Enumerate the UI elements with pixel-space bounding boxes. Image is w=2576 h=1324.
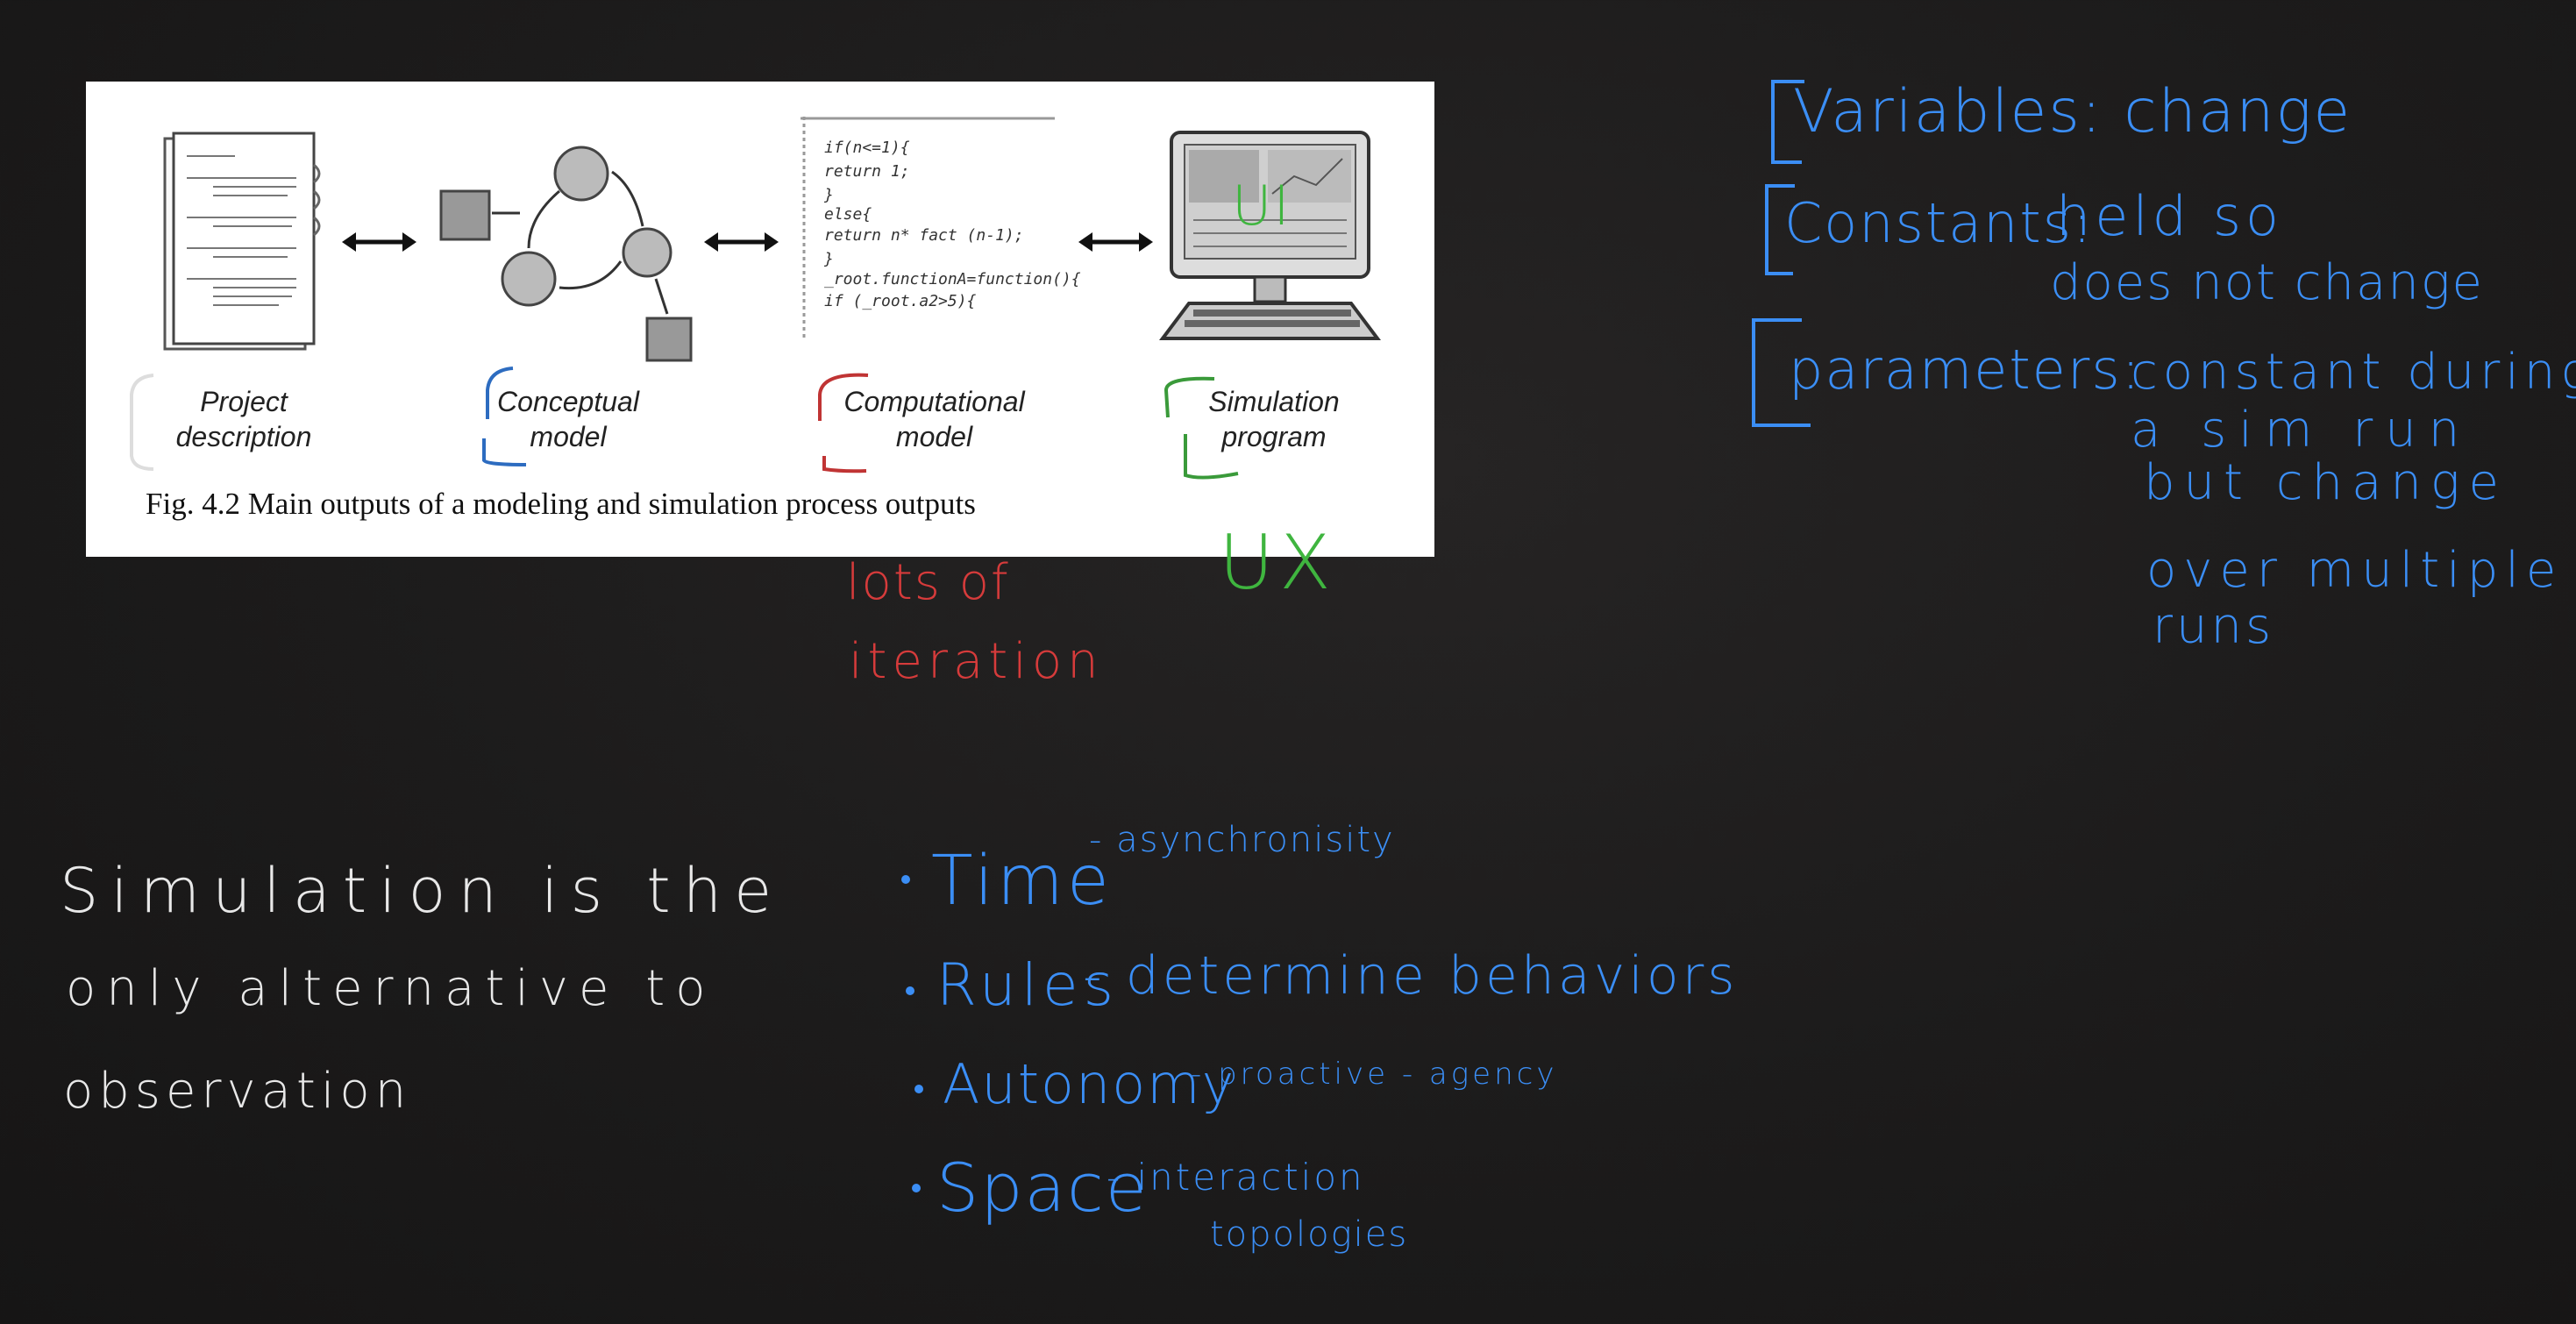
- definition-parameters-desc-3: but change: [2144, 454, 2508, 511]
- definition-parameters-desc-5: runs: [2153, 598, 2275, 655]
- bullet-rules-term: Rules: [936, 951, 1120, 1019]
- code-line: }: [824, 186, 834, 204]
- code-line: if(n<=1){: [824, 139, 910, 157]
- figure-caption: Fig. 4.2 Main outputs of a modeling and …: [146, 487, 976, 521]
- bullet-time-term: Time: [931, 842, 1113, 921]
- statement-line-3: observation: [63, 1063, 412, 1120]
- figure-panel: if(n<=1){ return 1; } else{ return n* fa…: [86, 82, 1434, 557]
- annotation-ux: UX: [1219, 519, 1336, 607]
- computer-sketch-icon: [1159, 131, 1381, 340]
- label-simulation-program: Simulation program: [1208, 386, 1340, 452]
- definition-parameters-term: parameters:: [1789, 338, 2142, 402]
- definition-constants-term: Constants:: [1784, 191, 2093, 255]
- document-sketch-icon: [163, 132, 321, 351]
- statement-line-2: only alternative to: [66, 960, 716, 1017]
- conceptual-model-diagram: [439, 146, 693, 362]
- double-arrow-icon: [342, 232, 416, 252]
- definition-parameters-desc-4: over multiple: [2146, 542, 2564, 599]
- definition-variables: Variables: change: [1793, 77, 2352, 146]
- label-conceptual-model: Conceptual model: [497, 386, 639, 452]
- double-arrow-icon: [704, 232, 779, 252]
- double-arrow-icon: [1078, 232, 1153, 252]
- annotation-iteration-line2: iteration: [849, 633, 1104, 690]
- bullet-space-term: Space: [936, 1149, 1149, 1227]
- bullet-autonomy-note: - proactive - agency: [1191, 1057, 1558, 1092]
- annotation-ui: UI: [1232, 174, 1292, 238]
- code-line: _root.functionA=function(){: [824, 270, 1081, 288]
- definition-parameters-desc-1: constant during: [2131, 344, 2576, 401]
- code-sketch-border: [801, 117, 1055, 340]
- code-line: return 1;: [824, 162, 910, 181]
- code-line: if (_root.a2>5){: [824, 292, 977, 310]
- definition-parameters-desc-2: a sim run: [2131, 402, 2473, 459]
- bullet-space-note: - interaction: [1107, 1156, 1365, 1199]
- definition-constants-desc-2: does not change: [2050, 254, 2484, 311]
- definition-constants-desc-1: held so: [2056, 184, 2283, 248]
- label-computational-model: Computational model: [843, 386, 1025, 452]
- bullet-space-note-2: topologies: [1210, 1214, 1409, 1255]
- bullet-autonomy-term: Autonomy: [943, 1052, 1236, 1116]
- code-line: return n* fact (n-1);: [824, 226, 1024, 245]
- code-line: else{: [824, 205, 872, 224]
- bullet-time-note: - asynchronisity: [1089, 820, 1395, 860]
- code-line: }: [824, 250, 834, 268]
- bullet-rules-note: - determine behaviors: [1083, 945, 1739, 1007]
- annotation-iteration-line1: lots of: [846, 554, 1010, 611]
- statement-line-1: Simulation is the: [60, 855, 785, 927]
- label-project-description: Project description: [175, 386, 312, 452]
